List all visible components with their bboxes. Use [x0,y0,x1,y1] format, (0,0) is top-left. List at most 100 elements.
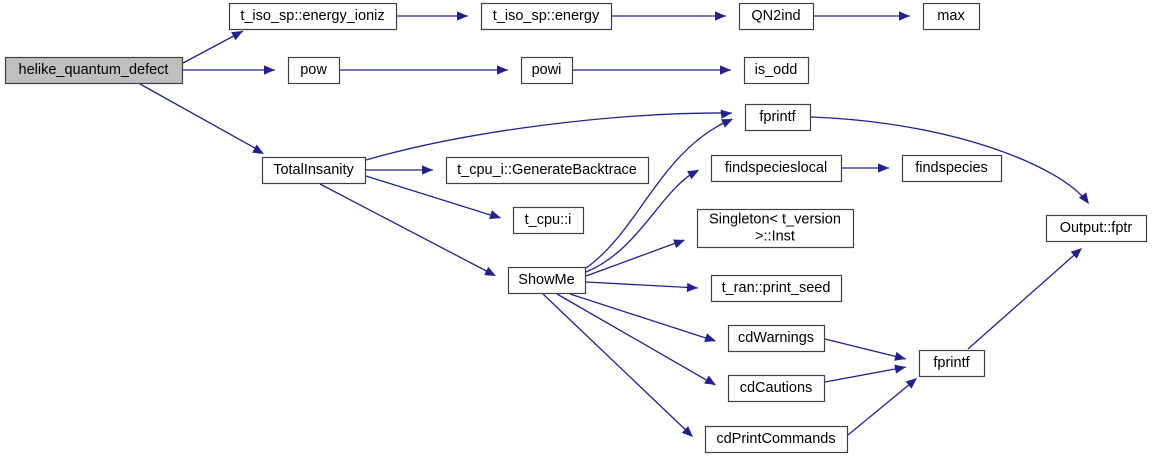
graph-node-is_odd[interactable]: is_odd [743,56,810,85]
node-box[interactable] [743,56,810,85]
edge-TotalInsanity-to-GenerateBacktrace [366,165,433,175]
arrow-head-icon [686,282,698,293]
node-box[interactable] [918,349,986,378]
node-box[interactable] [287,56,341,85]
edge-fprintf_top-to-Output_fptr [810,116,1089,204]
node-box[interactable] [1045,214,1148,243]
arrow-head-icon [687,170,699,180]
arrow-head-icon [715,11,726,21]
edge-cdPrintCommands-to-fprintf_bottom [847,378,917,436]
node-box[interactable] [480,2,613,31]
arrow-head-icon [484,266,496,276]
node-box[interactable] [727,374,826,403]
node-box[interactable] [727,324,826,353]
node-box[interactable] [901,154,1003,183]
edge-cdCautions-to-fprintf_bottom [824,364,907,383]
graph-node-Output_fptr[interactable]: Output::fptr [1045,214,1148,243]
edge-helike_quantum_defect-to-TotalInsanity [139,83,264,154]
arrow-head-icon [1070,248,1082,259]
graph-node-helike_quantum_defect[interactable]: helike_quantum_defect [4,56,184,85]
arrow-head-icon [878,163,889,173]
node-box[interactable] [710,274,843,303]
node-box[interactable] [696,208,855,249]
node-box[interactable] [922,2,981,31]
graph-node-t_cpu_i[interactable]: t_cpu::i [512,206,585,235]
node-label: t_cpu::i [525,212,572,228]
edge-ShowMe-to-fprintf_top [585,118,733,269]
graph-node-fprintf_top[interactable]: fprintf [744,103,812,132]
edge-ShowMe-to-cdWarnings [569,293,716,342]
node-box[interactable] [4,56,184,85]
node-label: t_cpu_i::GenerateBacktrace [457,162,637,178]
node-label: QN2ind [751,8,800,24]
graph-node-findspecies[interactable]: findspecies [901,154,1003,183]
arrow-head-icon [720,109,732,119]
node-box[interactable] [261,156,367,185]
edge-fprintf_bottom-to-Output_fptr [967,248,1082,350]
node-box[interactable] [710,154,843,183]
edges-layer [139,11,1089,437]
graph-node-max[interactable]: max [922,2,981,31]
edge-powi-to-is_odd [573,65,731,75]
edge-findspecieslocal-to-findspecies [842,163,889,173]
edge-ShowMe-to-print_seed [585,281,699,293]
graph-node-print_seed[interactable]: t_ran::print_seed [710,274,843,303]
arrow-head-icon [673,239,685,249]
node-label: Singleton< t_version>::Inst [709,211,841,244]
arrow-head-icon [894,364,906,374]
graph-node-GenerateBacktrace[interactable]: t_cpu_i::GenerateBacktrace [445,156,650,185]
node-label: powi [532,62,562,78]
edge-energy_ioniz-to-energy [397,11,468,21]
graph-node-cdPrintCommands[interactable]: cdPrintCommands [704,425,849,454]
graph-node-findspecieslocal[interactable]: findspecieslocal [710,154,843,183]
node-box[interactable] [704,425,849,454]
edge-TotalInsanity-to-ShowMe [319,183,496,276]
node-label: findspecies [915,160,988,176]
edge-pow-to-powi [340,65,508,75]
node-label: fprintf [933,355,970,371]
node-label: Output::fptr [1060,220,1133,236]
node-box[interactable] [507,266,587,295]
node-box[interactable] [445,156,650,185]
edge-energy-to-QN2ind [612,11,726,21]
arrow-head-icon [264,65,275,75]
graph-node-powi[interactable]: powi [520,56,574,85]
graph-node-ShowMe[interactable]: ShowMe [507,266,587,295]
graph-node-TotalInsanity[interactable]: TotalInsanity [261,156,367,185]
node-box[interactable] [228,2,398,31]
node-label: cdPrintCommands [716,431,835,447]
node-box[interactable] [744,103,812,132]
edge-QN2ind-to-max [814,11,910,21]
edge-cdWarnings-to-fprintf_bottom [824,338,907,361]
node-box[interactable] [520,56,574,85]
arrow-head-icon [1078,192,1089,204]
graph-node-QN2ind[interactable]: QN2ind [738,2,815,31]
node-label: cdCautions [740,380,813,396]
arrow-head-icon [457,11,468,21]
arrow-head-icon [497,65,508,75]
arrow-head-icon [899,11,910,21]
arrow-head-icon [489,210,501,219]
graph-node-Singleton[interactable]: Singleton< t_version>::Inst [696,208,855,249]
arrow-head-icon [252,144,264,154]
graph-node-fprintf_bottom[interactable]: fprintf [918,349,986,378]
graph-node-cdWarnings[interactable]: cdWarnings [727,324,826,353]
arrow-head-icon [720,65,731,75]
edge-ShowMe-to-Singleton [585,239,685,277]
edge-ShowMe-to-findspecieslocal [585,169,699,273]
node-label: findspecieslocal [725,160,827,176]
edge-TotalInsanity-to-t_cpu_i [365,175,501,219]
arrow-head-icon [894,351,906,361]
edge-ShowMe-to-cdPrintCommands [542,293,693,437]
graph-node-energy[interactable]: t_iso_sp::energy [480,2,613,31]
graph-node-energy_ioniz[interactable]: t_iso_sp::energy_ioniz [228,2,398,31]
graph-node-cdCautions[interactable]: cdCautions [727,374,826,403]
graph-node-pow[interactable]: pow [287,56,341,85]
node-box[interactable] [738,2,815,31]
arrow-head-icon [721,119,733,128]
arrow-head-icon [681,426,693,437]
edge-helike_quantum_defect-to-pow [183,65,275,75]
node-box[interactable] [512,206,585,235]
